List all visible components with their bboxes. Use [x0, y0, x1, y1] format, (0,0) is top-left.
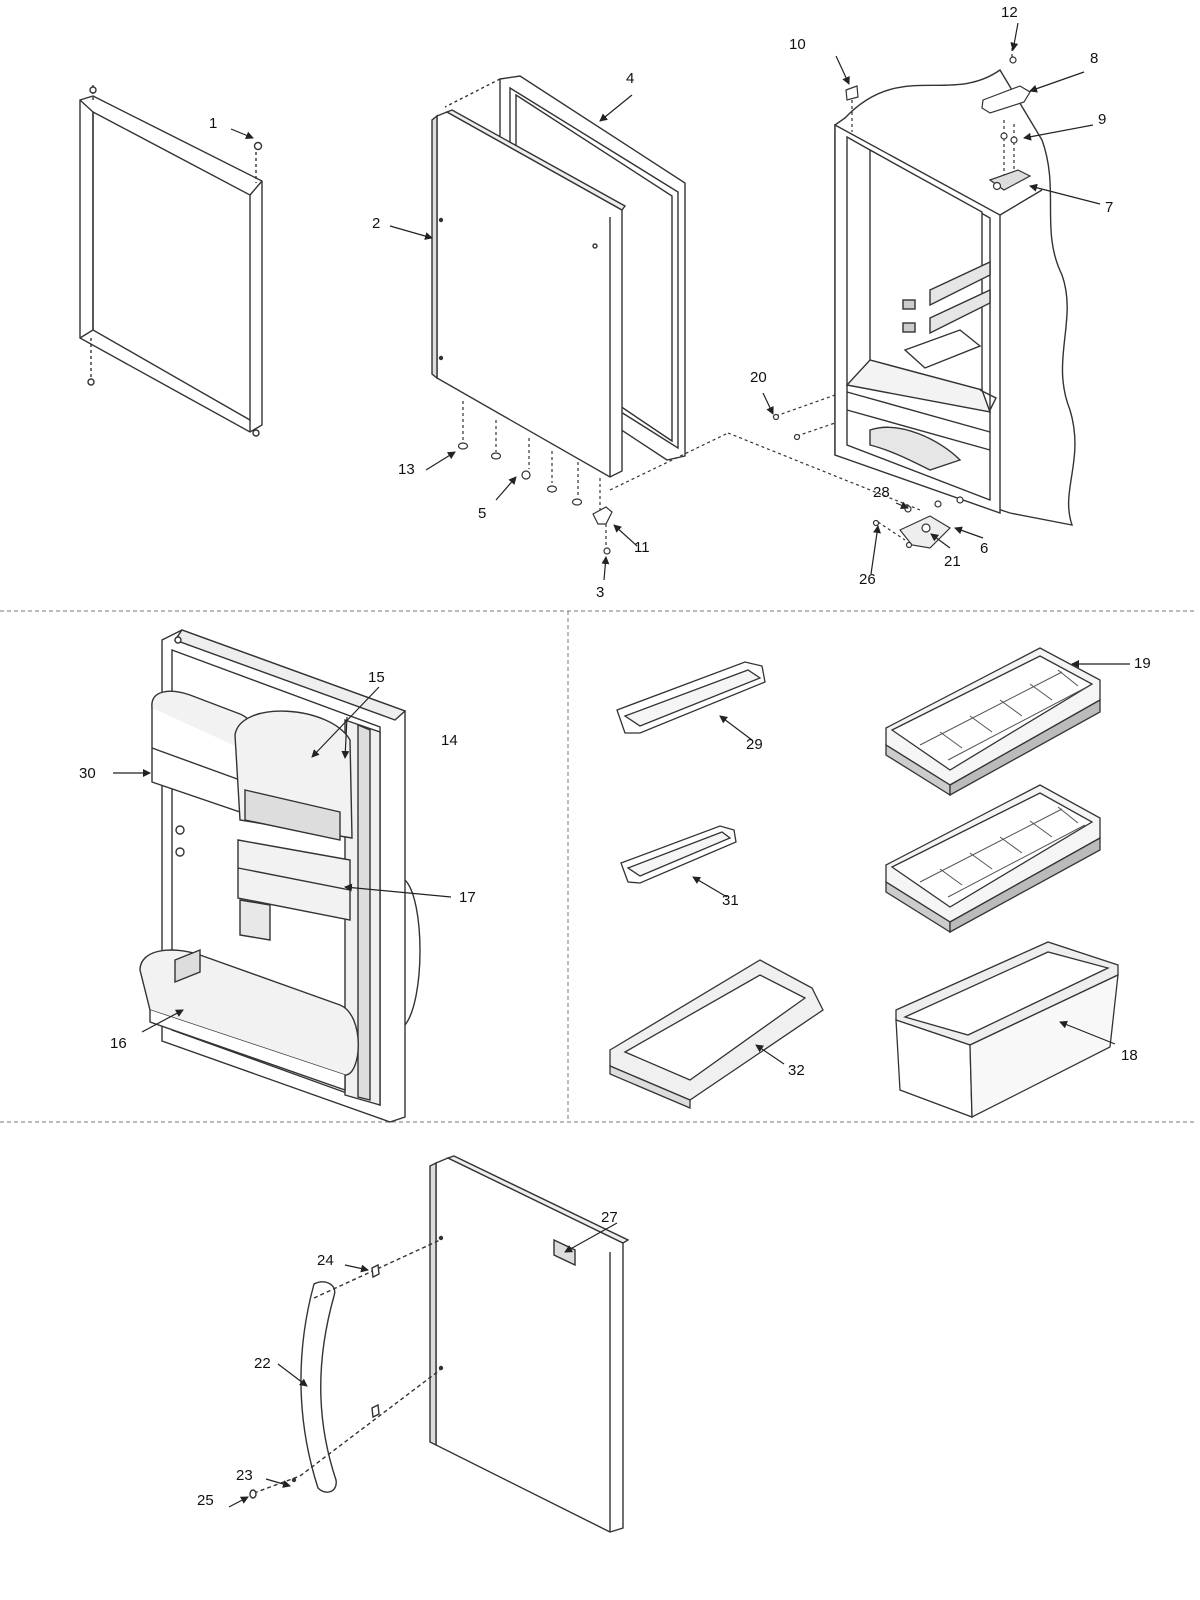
part-label-24: 24	[317, 1252, 334, 1269]
part-label-19: 19	[1134, 655, 1151, 672]
part-label-6: 6	[980, 540, 988, 557]
part-labels: 1 2 3 4 5 6 7 8 9 10 11 12 13 14 15 16 1…	[79, 4, 1151, 1509]
part-label-30: 30	[79, 765, 96, 782]
part-label-9: 9	[1098, 111, 1106, 128]
part-label-4: 4	[626, 70, 634, 87]
part-label-29: 29	[746, 736, 763, 753]
door-hardware-bottom	[457, 401, 613, 555]
part-label-20: 20	[750, 369, 767, 386]
part-label-27: 27	[601, 1209, 618, 1226]
ice-tray-grids	[919, 669, 1086, 898]
part-label-1: 1	[209, 115, 217, 132]
accessories	[609, 647, 1119, 1119]
part-label-32: 32	[788, 1062, 805, 1079]
part-label-18: 18	[1121, 1047, 1138, 1064]
section-dividers	[0, 610, 1195, 1123]
part-label-5: 5	[478, 505, 486, 522]
part-label-3: 3	[596, 584, 604, 601]
part-label-15: 15	[368, 669, 385, 686]
part-label-2: 2	[372, 215, 380, 232]
part-label-17: 17	[459, 889, 476, 906]
fresh-food-door	[431, 109, 627, 478]
part-label-23: 23	[236, 1467, 253, 1484]
part-label-11: 11	[634, 539, 650, 556]
part-label-22: 22	[254, 1355, 271, 1372]
part-label-28: 28	[873, 484, 890, 501]
cabinet	[834, 68, 1076, 526]
part-label-26: 26	[859, 571, 876, 588]
part-label-25: 25	[197, 1492, 214, 1509]
part-label-12: 12	[1001, 4, 1018, 21]
part-label-31: 31	[722, 892, 739, 909]
freezer-door	[429, 1155, 630, 1533]
part-label-16: 16	[110, 1035, 127, 1052]
part-label-10: 10	[789, 36, 806, 53]
part-label-21: 21	[944, 553, 961, 570]
part-label-7: 7	[1105, 199, 1113, 216]
door-frame	[79, 84, 263, 437]
part-label-8: 8	[1090, 50, 1098, 67]
part-label-13: 13	[398, 461, 415, 478]
part-label-14: 14	[441, 732, 458, 749]
door-handle	[249, 1239, 441, 1499]
door-liner	[139, 629, 421, 1123]
leader-lines	[113, 22, 1130, 1508]
